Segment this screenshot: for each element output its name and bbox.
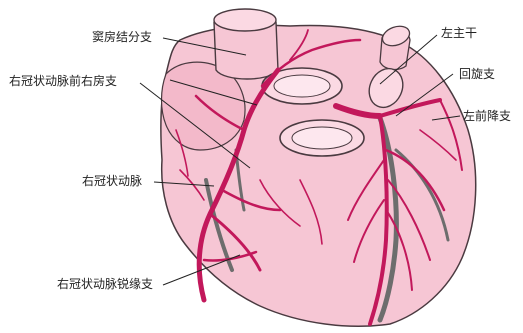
label-right-coronary-artery: 右冠状动脉 [82, 174, 142, 188]
label-sinoatrial-branch: 窦房结分支 [92, 30, 152, 44]
aorta-opening [214, 9, 276, 31]
label-right-coronary-anterior-atrial-branch: 右冠状动脉前右房支 [9, 74, 117, 88]
label-circumflex-branch: 回旋支 [459, 67, 495, 81]
great-vessel-ring-lower-inner [292, 127, 352, 149]
label-left-anterior-descending-branch: 左前降支 [463, 109, 511, 123]
great-vessel-ring-upper-inner [274, 75, 330, 97]
label-right-coronary-acute-marginal-branch: 右冠状动脉锐缘支 [57, 277, 153, 291]
label-left-main-trunk: 左主干 [441, 26, 477, 40]
